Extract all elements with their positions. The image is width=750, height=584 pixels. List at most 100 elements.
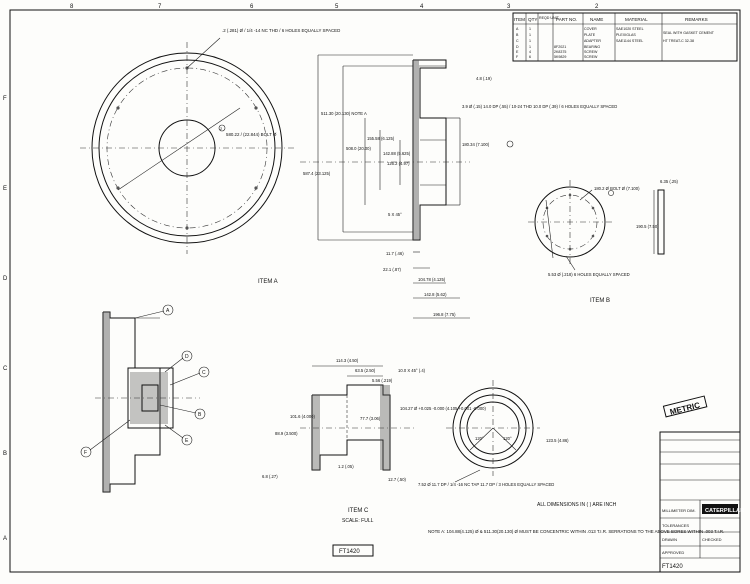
dim-88: 88.9 (3.500) xyxy=(275,431,298,436)
item-b-view: 180.2 Ø BOLT Ø (7.100) 5.53 Ø (.218) 6 H… xyxy=(528,179,679,304)
table-row: D xyxy=(516,45,519,49)
svg-text:2: 2 xyxy=(220,126,223,131)
dim-6-8: 6.8 (.27) xyxy=(262,474,278,479)
svg-text:1: 1 xyxy=(529,45,531,49)
svg-text:ADAPTER: ADAPTER xyxy=(584,39,601,43)
note-a: NOTE A: 104.88(4.125) Ø & 511.30(20.130)… xyxy=(428,529,724,534)
svg-text:SCREW: SCREW xyxy=(584,50,598,54)
zone-f: F xyxy=(3,96,7,102)
zone-d: D xyxy=(3,276,8,282)
balloon-c: C xyxy=(202,370,206,376)
col-part-no: PART NO. xyxy=(556,17,577,22)
svg-text:PLATE: PLATE xyxy=(584,33,596,37)
length-dims: 11.7 (.46) 22.1 (.87) 104.78 (4.125) 142… xyxy=(383,251,470,319)
zone-8: 8 xyxy=(70,4,74,10)
zone-7: 7 xyxy=(158,4,162,10)
zone-markers-side: F E D C B A xyxy=(3,96,8,542)
caterpillar-logo-box xyxy=(702,504,738,514)
dim-77: 77.7 (3.06) xyxy=(360,416,381,421)
item-c-end-view: 120° 120° 123.5 (4.86) 7.52 Ø 11.7 DP / … xyxy=(418,380,569,487)
tb-mm-dim: MILLIMETER DIM. xyxy=(662,508,696,513)
balloon-a: A xyxy=(166,308,170,314)
tapped-hole-note: 3.9 Ø (.15) 14.0 DP (.55) / 10-24 THD 10… xyxy=(462,104,617,109)
dimension-note: ALL DIMENSIONS IN ( ) ARE INCH xyxy=(537,502,617,508)
zone-2: 2 xyxy=(595,4,599,10)
dim-5-56: 5.56 (.219) xyxy=(372,378,393,383)
tb-approved: APPROVED xyxy=(662,550,684,555)
svg-text:196.8 (7.75): 196.8 (7.75) xyxy=(433,312,456,317)
svg-text:22.1 (.87): 22.1 (.87) xyxy=(383,267,402,272)
svg-text:1: 1 xyxy=(529,39,531,43)
company-name: CATERPILLAR xyxy=(705,508,744,514)
zone-a: A xyxy=(3,536,7,542)
dim-1-2: 1.2 (.05) xyxy=(338,464,354,469)
col-material: MATERIAL xyxy=(625,17,648,22)
item-c-section-view: 114.3 (4.50) 63.5 (2.50) 5.56 (.219) 10.… xyxy=(262,358,487,524)
zone-3: 3 xyxy=(507,4,511,10)
dia-155: 155.58 (6.125) xyxy=(367,136,395,141)
item-b-holes: 5.53 Ø (.218) 6 HOLES EQUALLY SPACED xyxy=(548,272,630,277)
drawing-number-box xyxy=(332,544,374,557)
svg-text:4: 4 xyxy=(529,50,531,54)
svg-text:6: 6 xyxy=(529,55,531,59)
col-qty: QTY xyxy=(528,17,537,22)
chamfer-c: 10.0 X 45° (.4) xyxy=(398,368,426,373)
item-b-bolt-circle: 180.2 Ø BOLT Ø (7.100) xyxy=(594,186,640,191)
chamfer-note: 5 X 45° xyxy=(388,212,402,217)
dia-587: 587.4 (23.125) xyxy=(303,171,331,176)
svg-text:5K9829: 5K9829 xyxy=(554,55,566,59)
dim-101: 101.6 (4.000) xyxy=(290,414,316,419)
table-row: F xyxy=(516,55,519,59)
zone-5: 5 xyxy=(335,4,339,10)
bore-dia: 180.34 (7.100) xyxy=(462,142,490,147)
svg-text:HT TREAT-C 32-38: HT TREAT-C 32-38 xyxy=(663,39,694,43)
assembly-balloons: A D C B E F xyxy=(80,304,210,458)
svg-text:104.78 (4.125): 104.78 (4.125) xyxy=(418,277,446,282)
svg-text:COVER: COVER xyxy=(584,27,597,31)
table-row: E xyxy=(516,50,519,54)
item-b-height: 190.5 (7.50) xyxy=(636,224,659,229)
svg-text:SEAL WITH GASKET CEMENT: SEAL WITH GASKET CEMENT xyxy=(663,31,715,35)
zone-markers-top: 8 7 6 5 4 3 2 xyxy=(70,4,599,10)
metric-label: METRIC xyxy=(669,400,701,416)
tb-tolerances: TOLERANCES xyxy=(662,523,689,528)
angle-1: 120° xyxy=(475,436,484,441)
metric-stamp: METRIC xyxy=(662,395,708,418)
zone-c: C xyxy=(3,366,8,372)
svg-text:1: 1 xyxy=(529,27,531,31)
zone-4: 4 xyxy=(420,4,424,10)
balloon-f: F xyxy=(84,450,87,456)
svg-text:8F2021: 8F2021 xyxy=(554,45,566,49)
table-row: B xyxy=(516,33,519,37)
col-remarks: REMARKS xyxy=(685,17,708,22)
tb-drawn: DRAWN xyxy=(662,537,677,542)
item-c-scale: SCALE: FULL xyxy=(342,518,374,524)
svg-text:SCREW: SCREW xyxy=(584,55,598,59)
balloon-b: B xyxy=(198,412,202,418)
svg-text:11.7 (.46): 11.7 (.46) xyxy=(386,251,404,256)
thread-note: 7.52 Ø 11.7 DP / 1/4 -16 NC TAP 11.7 DP … xyxy=(418,482,554,487)
svg-text:SAE1020 STEEL: SAE1020 STEEL xyxy=(616,27,644,31)
dim-63: 63.5 (2.50) xyxy=(355,368,376,373)
face-hole-note: .2 (.281) Ø / 1/4 -14 NC THD / 6 HOLES E… xyxy=(222,28,340,33)
assembly-view: A D C B E F xyxy=(80,304,210,493)
zone-e: E xyxy=(3,186,7,192)
dia-126: 126.2 (4.97) xyxy=(387,161,410,166)
dim-12-7: 12.7 (.50) xyxy=(388,477,407,482)
end-view-dim: 123.5 (4.86) xyxy=(546,438,569,443)
drawing-border xyxy=(9,9,741,573)
svg-text:BEARING: BEARING xyxy=(584,45,600,49)
angle-2: 120° xyxy=(503,436,512,441)
table-row: A xyxy=(516,27,519,31)
item-b-label: ITEM B xyxy=(590,298,610,304)
tb-checked: CHECKED xyxy=(702,537,722,542)
zone-6: 6 xyxy=(250,4,254,10)
title-block: MILLIMETER DIM. TOLERANCES DRAWN CHECKED… xyxy=(659,431,744,573)
dia-511: 511.30 (20.130) NOTE A xyxy=(321,111,367,116)
tb-drawing-number: FT1420 xyxy=(662,564,683,570)
item-a-label: ITEM A xyxy=(258,279,278,285)
col-name: NAME xyxy=(590,17,603,22)
bolt-circle-dim: 580.22 / (22.844) BOLT Ø xyxy=(226,132,277,137)
